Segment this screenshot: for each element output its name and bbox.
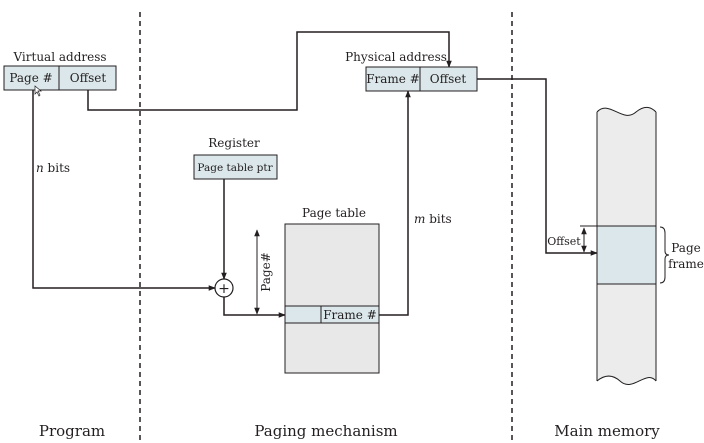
virtual-page-field: [3, 65, 60, 91]
adder-symbol: +: [218, 281, 230, 297]
virtual-offset-field: [58, 65, 117, 91]
page-frame-label-line1: Page: [671, 241, 700, 255]
adder-to-page-table-line: [223, 297, 286, 318]
physical-offset-label: Offset: [430, 72, 467, 86]
physical-to-memory-line: [477, 78, 598, 256]
section-label-paging: Paging mechanism: [254, 422, 397, 440]
frame-to-physical-line: [379, 90, 411, 316]
physical-frame-label: Frame #: [366, 72, 420, 86]
register-box: [193, 154, 278, 180]
page-frame-brace: [659, 226, 670, 284]
page-table: [284, 223, 380, 374]
m-bits-label: m bits: [414, 212, 452, 226]
register-title: Register: [208, 136, 260, 150]
virtual-page-label: Page #: [9, 71, 52, 85]
virtual-address-title: Virtual address: [12, 50, 106, 64]
section-label-program: Program: [39, 422, 105, 440]
page-index-label: Page#: [259, 252, 273, 292]
n-bits-label: n bits: [36, 161, 70, 175]
page-number-to-adder-line: [32, 90, 216, 291]
physical-address-title: Physical address: [345, 50, 447, 64]
page-table-title: Page table: [302, 206, 366, 220]
page-frame-label-line2: frame: [668, 257, 704, 271]
virtual-offset-label: Offset: [70, 71, 107, 85]
main-memory-wavy-bottom: [596, 375, 657, 385]
main-memory-wavy-top: [596, 106, 657, 116]
page-frame-block: [596, 225, 657, 285]
register-content: Page table ptr: [197, 162, 273, 174]
offset-transfer-line: [87, 31, 452, 111]
offset-indicator-label: Offset: [547, 235, 581, 248]
mouse-cursor-icon: [34, 85, 42, 97]
section-label-memory: Main memory: [554, 422, 660, 440]
page-table-entry-label: Frame #: [323, 308, 377, 322]
